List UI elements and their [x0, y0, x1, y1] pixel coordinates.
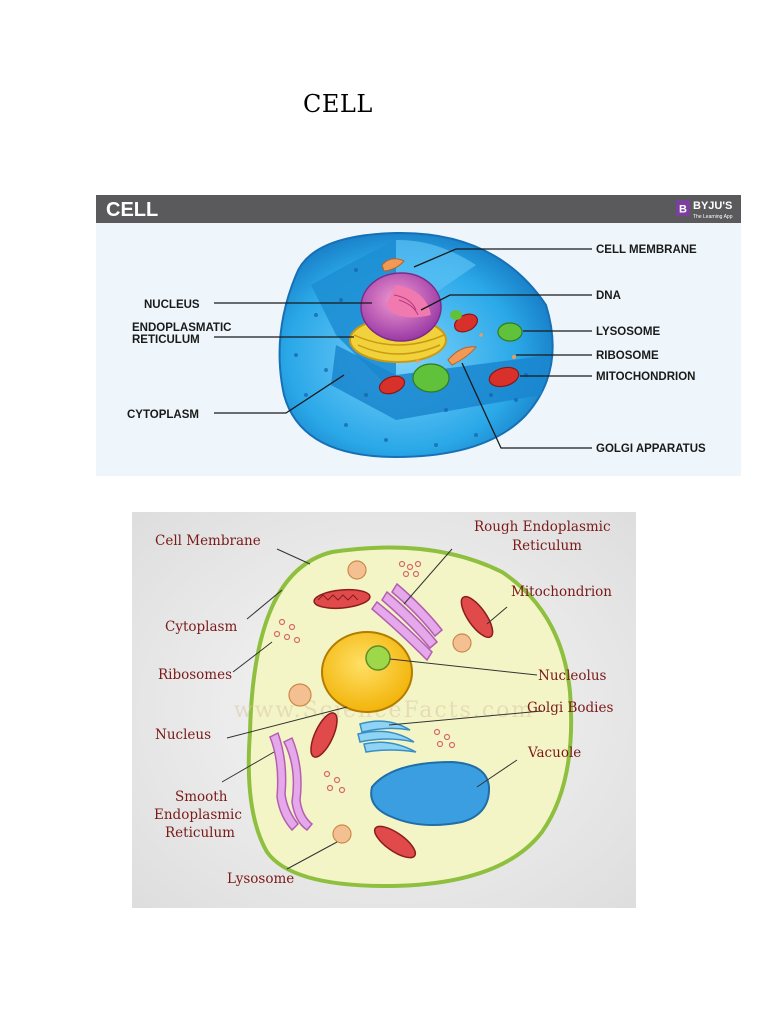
- label-cell-membrane: CELL MEMBRANE: [596, 244, 697, 256]
- lysosomes-2d: [288, 560, 472, 844]
- label-er-line1: ENDOPLASMATIC: [132, 322, 231, 334]
- label-dna: DNA: [596, 290, 621, 302]
- figure2-leader-lines: [221, 548, 543, 870]
- label-er-line2: RETICULUM: [132, 334, 200, 346]
- label-nucleolus-2d: Nucleolus: [538, 668, 607, 684]
- lysosomes: [412, 310, 523, 393]
- cell-2d-diagram: www.ScienceFacts.com: [132, 512, 636, 908]
- label-vacuole-2d: Vacuole: [527, 745, 581, 761]
- label-golgi-apparatus: GOLGI APPARATUS: [596, 443, 706, 455]
- nucleus: [360, 272, 442, 342]
- label-rough-er-line1: Rough Endoplasmic: [474, 519, 611, 535]
- label-ribosome: RIBOSOME: [596, 350, 659, 362]
- svg-text:The Learning App: The Learning App: [693, 214, 733, 220]
- vacuole: [370, 760, 491, 826]
- rough-er: [370, 582, 444, 662]
- svg-text:B: B: [679, 204, 687, 216]
- label-smooth-er-line2: Endoplasmic: [154, 807, 242, 823]
- figure1-header-bar: [96, 195, 741, 223]
- cell-3d-diagram: CELL B BYJU'S The Learning App: [96, 195, 741, 476]
- ribosomes: [416, 333, 516, 363]
- label-mitochondrion-2d: Mitochondrion: [511, 584, 612, 600]
- mitochondria: [378, 313, 520, 395]
- label-ribosomes-2d: Ribosomes: [158, 667, 232, 683]
- golgi-apparatus: [381, 258, 477, 366]
- golgi-bodies-2d: [357, 720, 417, 753]
- page-title: CELL: [303, 90, 373, 118]
- figure1-leader-lines: [214, 248, 592, 449]
- label-rough-er-line2: Reticulum: [512, 538, 582, 554]
- label-smooth-er-line3: Reticulum: [165, 825, 235, 841]
- label-lysosome: LYSOSOME: [596, 326, 660, 338]
- label-nucleus-2d: Nucleus: [155, 727, 211, 743]
- label-cytoplasm: CYTOPLASM: [127, 409, 199, 421]
- label-cell-membrane-2d: Cell Membrane: [155, 533, 261, 549]
- byjus-logo: B BYJU'S The Learning App: [676, 200, 733, 220]
- label-lysosome-2d: Lysosome: [227, 871, 294, 887]
- svg-text:BYJU'S: BYJU'S: [693, 200, 732, 212]
- label-cytoplasm-2d: Cytoplasm: [165, 619, 237, 635]
- figure1-header-title: CELL: [106, 199, 158, 221]
- ribosomes-2d: [273, 560, 456, 794]
- label-smooth-er-line1: Smooth: [175, 789, 228, 805]
- nucleus-2d: [321, 631, 413, 713]
- label-nucleus: NUCLEUS: [144, 299, 200, 311]
- mitochondria-2d: [310, 588, 494, 859]
- label-golgi-bodies-2d: Golgi Bodies: [527, 700, 613, 716]
- label-mitochondrion: MITOCHONDRION: [596, 371, 695, 383]
- smooth-er: [269, 731, 314, 832]
